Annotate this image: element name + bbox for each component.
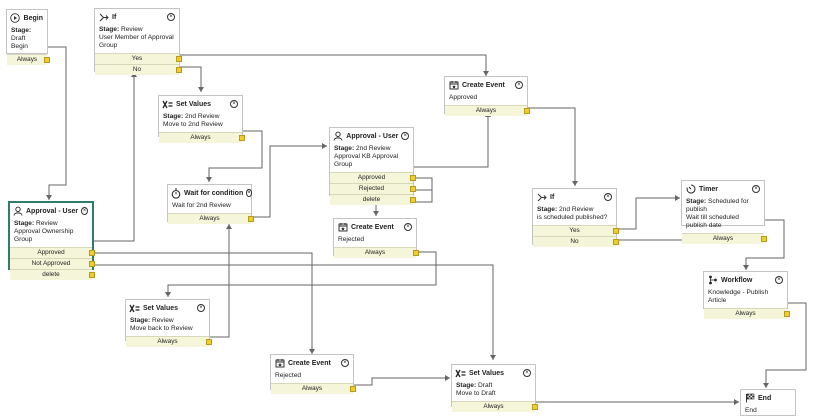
node-wait-for-condition[interactable]: Wait for condition × Wait for 2nd Review… <box>167 184 254 224</box>
close-icon[interactable]: × <box>515 81 523 89</box>
close-icon[interactable]: × <box>775 276 783 284</box>
output-always[interactable]: Always <box>445 105 530 116</box>
output-port[interactable] <box>206 339 212 345</box>
output-port[interactable] <box>89 272 95 278</box>
branch-icon <box>536 192 547 203</box>
output-port[interactable] <box>413 250 419 256</box>
output-delete[interactable]: delete <box>330 194 416 205</box>
calendar-icon <box>337 222 348 233</box>
set-values-icon <box>162 99 173 110</box>
output-port[interactable] <box>410 186 416 192</box>
close-icon[interactable]: × <box>604 193 612 201</box>
close-icon[interactable]: × <box>401 132 409 140</box>
output-not-approved[interactable]: Not Approved <box>10 258 95 269</box>
output-no[interactable]: No <box>95 64 182 75</box>
play-icon <box>10 13 21 24</box>
output-approved[interactable]: Approved <box>330 172 416 183</box>
close-icon[interactable]: × <box>523 369 531 377</box>
output-port[interactable] <box>89 261 95 267</box>
calendar-icon <box>274 358 285 369</box>
output-port[interactable] <box>613 228 619 234</box>
wire-createevent3-setvalues3 <box>354 377 450 386</box>
close-icon[interactable]: × <box>404 223 412 231</box>
wire-approval1-if1 <box>94 72 135 242</box>
set-values-icon <box>455 368 466 379</box>
workflow-icon <box>707 275 718 286</box>
user-icon <box>333 131 343 142</box>
timer-icon <box>685 184 696 195</box>
output-port[interactable] <box>410 197 416 203</box>
wire-if1-createevent1 <box>180 54 487 76</box>
node-create-event-rejected[interactable]: Create Event × Rejected Always <box>333 218 419 258</box>
close-icon[interactable]: × <box>197 304 205 312</box>
wire-approval2-createevent1 <box>414 112 489 168</box>
output-always[interactable]: Always <box>682 233 767 244</box>
set-values-icon <box>129 303 140 314</box>
close-icon[interactable]: × <box>167 13 175 21</box>
node-title: Begin <box>23 14 43 22</box>
output-port[interactable] <box>613 239 619 245</box>
branch-icon <box>98 12 109 23</box>
output-port[interactable] <box>176 67 182 73</box>
output-port[interactable] <box>248 216 254 222</box>
close-icon[interactable]: × <box>752 185 760 193</box>
output-delete[interactable]: delete <box>10 269 95 280</box>
output-yes[interactable]: Yes <box>95 53 182 64</box>
output-yes[interactable]: Yes <box>533 225 619 236</box>
node-create-event-approved[interactable]: Create Event × Approved Always <box>444 76 530 116</box>
user-icon <box>13 206 23 217</box>
node-end[interactable]: End End <box>740 389 796 416</box>
wire-wait-approval2 <box>252 145 327 218</box>
output-port[interactable] <box>761 236 767 242</box>
output-port[interactable] <box>350 386 356 392</box>
node-workflow-publish[interactable]: Workflow × Knowledge - Publish Article A… <box>703 271 790 319</box>
output-port[interactable] <box>176 56 182 62</box>
calendar-icon <box>448 80 459 91</box>
output-rejected[interactable]: Rejected <box>330 183 416 194</box>
close-icon[interactable]: × <box>81 207 88 215</box>
stopwatch-icon <box>171 188 181 199</box>
output-port[interactable] <box>239 135 245 141</box>
output-port[interactable] <box>89 250 95 256</box>
wire-if2-timer <box>617 197 680 230</box>
output-port[interactable] <box>524 108 530 114</box>
close-icon[interactable]: × <box>246 189 252 197</box>
close-icon[interactable]: × <box>230 100 238 108</box>
output-always[interactable]: Always <box>126 336 212 347</box>
wire-setvalues2-wait <box>210 224 230 338</box>
output-no[interactable]: No <box>533 236 619 247</box>
output-always[interactable]: Always <box>334 247 419 258</box>
close-icon[interactable]: × <box>341 359 349 367</box>
wire-if1-setvalues1 <box>180 66 202 92</box>
output-always[interactable]: Always <box>452 401 538 412</box>
output-port[interactable] <box>410 175 416 181</box>
wire-createevent2-setvalues2 <box>167 251 437 297</box>
output-port[interactable] <box>532 404 538 410</box>
output-always[interactable]: Always <box>271 383 356 394</box>
node-create-event-rejected-2[interactable]: Create Event × Rejected Always <box>270 354 356 394</box>
output-always[interactable]: Always <box>168 213 254 224</box>
output-approved[interactable]: Approved <box>10 247 95 258</box>
output-always[interactable]: Always <box>159 132 245 143</box>
output-port[interactable] <box>784 311 790 317</box>
checkered-flag-icon <box>744 393 755 404</box>
output-always[interactable]: Always <box>7 54 50 65</box>
wire-createevent1-if2 <box>528 107 576 186</box>
output-port[interactable] <box>44 57 50 63</box>
output-always[interactable]: Always <box>704 308 790 319</box>
wire-begin-approval1 <box>47 46 67 200</box>
